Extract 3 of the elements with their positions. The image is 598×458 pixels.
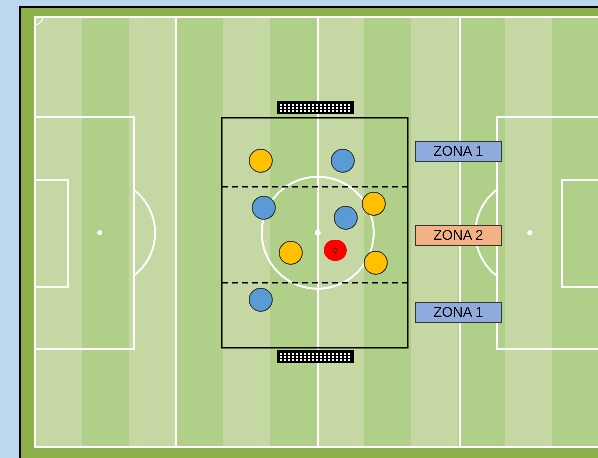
zone-label: ZONA 2 (415, 225, 502, 246)
zone-label: ZONA 1 (415, 302, 502, 323)
zone-label: ZONA 1 (415, 141, 502, 162)
